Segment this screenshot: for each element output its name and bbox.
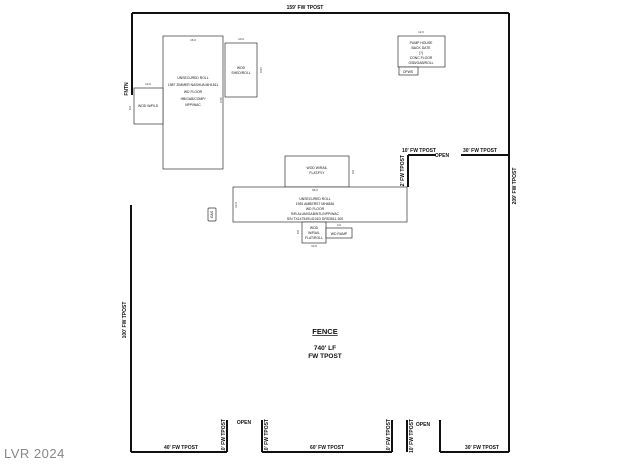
label-bottom-v3: 10' FW TPOST xyxy=(386,419,392,453)
shed-dim-right: 10.0 xyxy=(259,67,263,73)
ofws-box xyxy=(398,66,419,76)
label-bottom-mid: 60' FW TPOST xyxy=(310,445,344,451)
shed-box xyxy=(224,42,258,98)
main-roll-line-1: UNSECURED ROLL xyxy=(177,76,208,80)
label-step-vertical: 12' FW TPOST xyxy=(400,155,406,189)
wrail-line-2: W/RAIL xyxy=(308,231,320,235)
wrail-line-1: WOD xyxy=(310,226,319,230)
flat-ply-line-2: FLAT/PLY xyxy=(309,171,325,175)
label-step-right: 30' FW TPOST xyxy=(463,148,497,154)
wirls-dim-top: 12.0 xyxy=(145,82,151,86)
pump-line-1: PUMP HOUSE xyxy=(410,41,433,45)
gas-tag-label: GAS xyxy=(210,210,214,218)
wirls-dim-left: 8.0 xyxy=(128,106,132,111)
fence-summary-type: FW TPOST xyxy=(308,353,342,360)
label-left-fence: 100' FW TPOST xyxy=(122,302,128,339)
label-bottom-v4: 10' FW TPOST xyxy=(409,419,415,453)
shed-line-1: WOD xyxy=(237,66,246,70)
main-roll-line-4: HB/GAB/COMP/ xyxy=(181,97,206,101)
label-step-left: 10' FW TPOST xyxy=(402,148,436,154)
main-roll-line-5: NPP/WAC xyxy=(185,103,201,107)
second-roll-line-4: R/B ALUM/GAB/NTL/NPP/WAC xyxy=(291,212,339,216)
main-roll-line-2: 1987 ZIMMER NASHUA MH1511 xyxy=(168,83,218,87)
wrail-dim-bottom: 10.0 xyxy=(311,244,317,248)
second-roll-line-2: 1981 AMBERST MH4846 xyxy=(296,202,334,206)
flat-ply-dim-right: 8.0 xyxy=(351,170,355,175)
ramp-dim-top: 4.0 xyxy=(337,223,342,227)
wrail-line-3: FLAT/ROLL xyxy=(305,236,323,240)
label-bottom-v1: 10' FW TPOST xyxy=(221,419,227,453)
label-bottom-left: 40' FW TPOST xyxy=(164,445,198,451)
flat-ply-line-1: WOD W/RAIL xyxy=(307,166,328,170)
ramp-box xyxy=(325,227,353,239)
wirls-line-1: WOD W/RLS xyxy=(138,104,159,108)
label-open-top: OPEN xyxy=(435,153,450,159)
label-open-bottom-2: OPEN xyxy=(416,422,431,428)
label-open-bottom-1: OPEN xyxy=(237,420,252,426)
second-roll-line-3: WD FLOOR xyxy=(306,207,325,211)
label-right-fence: 209' FW TPOST xyxy=(512,168,518,205)
pump-line-5: GSB/GAB/ROLL xyxy=(408,61,433,65)
second-roll-dim-top: 66.0 xyxy=(312,188,318,192)
label-bottom-v2: 10' FW TPOST xyxy=(264,419,270,453)
second-roll-box xyxy=(232,186,408,223)
gas-tag-box xyxy=(207,207,217,222)
wrail-dim-left: 8.0 xyxy=(296,230,300,235)
flat-ply-box xyxy=(284,155,350,188)
shed-line-2: SHED/ROLL xyxy=(231,71,250,75)
label-top-fence: 159' FW TPOST xyxy=(287,5,324,11)
label-left-short-fence: FNTN xyxy=(124,82,130,96)
second-roll-line-1: UNSECURED ROLL xyxy=(299,197,330,201)
fence-summary-title: FENCE xyxy=(312,327,337,336)
pump-dim-top: 12.0 xyxy=(418,30,424,34)
pump-line-3: (?) xyxy=(419,51,423,55)
main-roll-box xyxy=(162,35,224,170)
main-roll-line-3: WD FLOOR xyxy=(184,90,203,94)
fence-summary-length: 740' LF xyxy=(314,345,336,352)
main-roll-dim-top: 16.0 xyxy=(190,38,196,42)
ofws-label: OFWS xyxy=(403,70,414,74)
pump-line-4: CONC FLOOR xyxy=(410,56,433,60)
main-roll-dim-right: 32.0 xyxy=(219,97,223,103)
label-bottom-right: 30' FW TPOST xyxy=(465,445,499,451)
shed-dim-top: 10.0 xyxy=(238,37,244,41)
pump-house-box xyxy=(397,35,446,68)
wirls-box xyxy=(133,87,164,125)
second-roll-line-5: S/N TX14754914101D DRS3511-300 xyxy=(287,217,343,221)
pump-line-2: BACK DATE xyxy=(412,46,432,50)
watermark-text: LVR 2024 xyxy=(4,446,65,460)
second-roll-dim-left: 12.0 xyxy=(234,202,238,208)
ramp-line-1: WD RAMP xyxy=(331,232,348,236)
